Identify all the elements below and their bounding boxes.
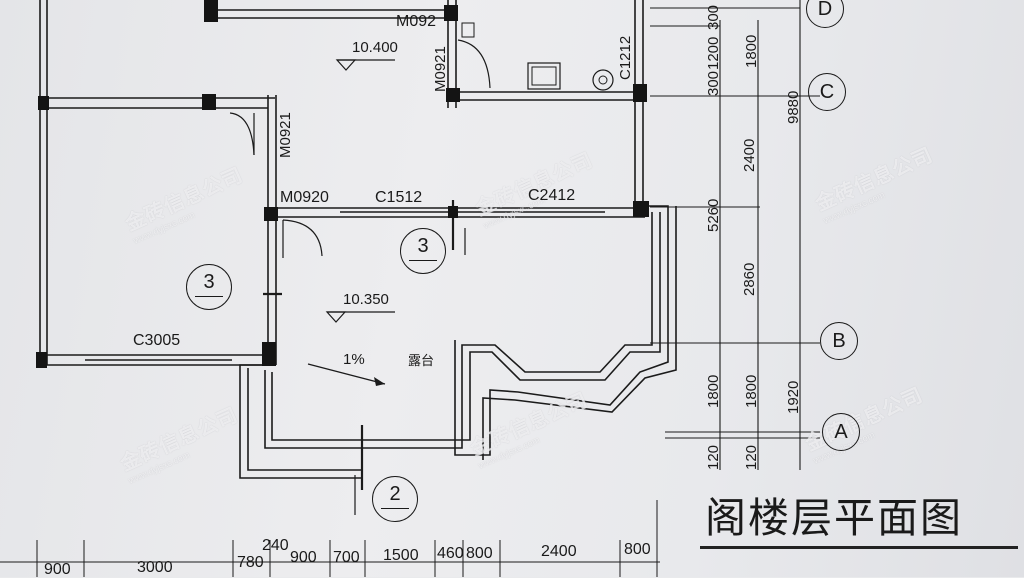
dimension-label: 300: [705, 4, 722, 30]
section-mark: 3: [400, 228, 446, 274]
dimension-label: 2400: [741, 138, 758, 172]
dimension-label: 120: [705, 444, 722, 470]
dimension-label: 460: [437, 545, 464, 562]
door-label: M0921: [432, 46, 449, 92]
dimension-label: 1800: [743, 34, 760, 68]
door-label-top: M092: [396, 13, 437, 30]
drawing-title: 阁楼层平面图: [705, 494, 963, 542]
dimension-label: 800: [624, 541, 651, 558]
section-mark: 2: [372, 476, 418, 522]
title-underline: [700, 546, 1018, 549]
dimension-label: 9880: [785, 90, 802, 124]
dimension-label: 2860: [741, 262, 758, 296]
dimension-label: 900: [44, 561, 71, 578]
dimension-label: 780: [237, 554, 264, 571]
slope-label: 1%: [343, 351, 365, 368]
door-label: M0920: [280, 189, 329, 206]
dimension-label: 1800: [705, 374, 722, 408]
elevation-label: 10.400: [352, 39, 398, 56]
window-label: C1512: [375, 189, 423, 206]
section-mark: 3: [186, 264, 232, 310]
elevation-label: 10.350: [343, 291, 389, 308]
dimension-label: 900: [290, 549, 317, 566]
dimension-label: 1920: [785, 380, 802, 414]
dimension-label: 300: [705, 70, 722, 96]
window-label: C1212: [617, 35, 634, 80]
window-label: C2412: [528, 187, 576, 204]
dimension-label: 3000: [137, 559, 173, 576]
dimension-label: 120: [743, 444, 760, 470]
axis-label: C: [808, 73, 846, 111]
dimension-label: 800: [466, 545, 493, 562]
dimension-label: 1800: [743, 374, 760, 408]
dimension-label: 1500: [383, 547, 419, 564]
door-label: M0921: [277, 112, 294, 158]
terrace-label: 露台: [408, 353, 435, 368]
dimension-label: 5260: [705, 198, 722, 232]
dimension-label: 700: [333, 549, 360, 566]
dimension-label: 1200: [705, 36, 722, 70]
dimension-label: 240: [262, 537, 289, 554]
dimension-label: 2400: [541, 543, 577, 560]
axis-label: A: [822, 413, 860, 451]
window-label: C3005: [133, 332, 181, 349]
axis-label: B: [820, 322, 858, 360]
